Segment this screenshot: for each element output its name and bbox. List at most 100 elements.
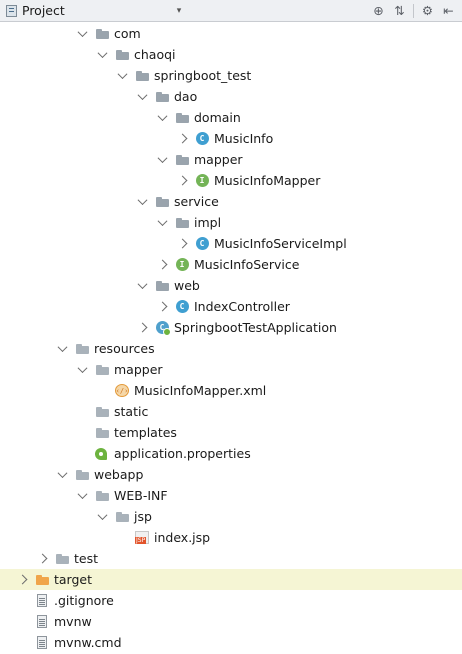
folder-icon: [114, 509, 130, 524]
tree-row[interactable]: templates: [0, 422, 462, 443]
tree-row[interactable]: mapper: [0, 149, 462, 170]
tree-row[interactable]: .gitignore: [0, 590, 462, 611]
chevron-down-icon[interactable]: [76, 23, 88, 44]
tree-row[interactable]: service: [0, 191, 462, 212]
tree-item-label: SpringbootTestApplication: [174, 320, 337, 335]
tree-row[interactable]: C IndexController: [0, 296, 462, 317]
chevron-right-icon[interactable]: [36, 548, 48, 569]
project-icon: [6, 4, 17, 17]
toolbar-divider: [413, 3, 414, 18]
tree-row[interactable]: C MusicInfo: [0, 128, 462, 149]
folder-icon: [94, 362, 110, 377]
chevron-down-icon[interactable]: [136, 275, 148, 296]
chevron-down-icon[interactable]: [116, 65, 128, 86]
xml-file-icon: ‹/›: [114, 383, 130, 398]
folder-icon: [54, 551, 70, 566]
tree-item-label: mapper: [114, 362, 163, 377]
package-folder-icon: [154, 89, 170, 104]
tree-row[interactable]: test: [0, 548, 462, 569]
tree-item-label: test: [74, 551, 99, 566]
tree-item-label: impl: [194, 215, 222, 230]
interface-icon: I: [194, 173, 210, 188]
tree-item-label: templates: [114, 425, 177, 440]
tree-row[interactable]: mapper: [0, 359, 462, 380]
tree-item-label: IndexController: [194, 299, 290, 314]
tree-item-label: .gitignore: [54, 593, 114, 608]
tree-item-label: dao: [174, 89, 198, 104]
gear-icon[interactable]: ⚙: [421, 3, 434, 18]
package-folder-icon: [174, 215, 190, 230]
tree-row[interactable]: static: [0, 401, 462, 422]
tree-item-label: MusicInfoServiceImpl: [214, 236, 347, 251]
tree-item-label: springboot_test: [154, 68, 252, 83]
locate-icon[interactable]: ⊕: [373, 3, 384, 18]
tree-row[interactable]: mvnw.cmd: [0, 632, 462, 653]
tree-row[interactable]: webapp: [0, 464, 462, 485]
tree-row[interactable]: resources: [0, 338, 462, 359]
chevron-right-icon[interactable]: [176, 170, 188, 191]
chevron-down-icon[interactable]: [56, 338, 68, 359]
class-icon: C: [194, 236, 210, 251]
tree-row[interactable]: dao: [0, 86, 462, 107]
text-file-icon: [34, 635, 50, 650]
package-folder-icon: [154, 278, 170, 293]
tree-item-label: MusicInfoMapper.xml: [134, 383, 267, 398]
chevron-right-icon[interactable]: [176, 233, 188, 254]
tree-row[interactable]: com: [0, 23, 462, 44]
resources-folder-icon: [74, 341, 90, 356]
tree-item-label: MusicInfo: [214, 131, 274, 146]
tree-item-label: mvnw.cmd: [54, 635, 122, 650]
chevron-down-icon[interactable]: [156, 149, 168, 170]
tree-row[interactable]: C MusicInfoServiceImpl: [0, 233, 462, 254]
tree-row[interactable]: springboot_test: [0, 65, 462, 86]
package-folder-icon: [94, 26, 110, 41]
tree-item-label: WEB-INF: [114, 488, 168, 503]
package-folder-icon: [114, 47, 130, 62]
chevron-down-icon[interactable]: [96, 44, 108, 65]
tree-row[interactable]: chaoqi: [0, 44, 462, 65]
class-icon: C: [174, 299, 190, 314]
view-dropdown-arrow-icon[interactable]: ▾: [176, 5, 182, 16]
tree-row[interactable]: application.properties: [0, 443, 462, 464]
chevron-down-icon[interactable]: [96, 506, 108, 527]
chevron-down-icon[interactable]: [156, 212, 168, 233]
project-panel-header: Project ▾ ⊕ ⇅ ⚙ ⇤: [0, 0, 462, 22]
tree-item-label: mvnw: [54, 614, 92, 629]
tree-row[interactable]: impl: [0, 212, 462, 233]
tree-row[interactable]: jsp: [0, 506, 462, 527]
tree-row[interactable]: ‹/› MusicInfoMapper.xml: [0, 380, 462, 401]
tree-item-label: web: [174, 278, 200, 293]
tree-row[interactable]: target: [0, 569, 462, 590]
class-icon: C: [194, 131, 210, 146]
tree-row[interactable]: domain: [0, 107, 462, 128]
tree-item-label: mapper: [194, 152, 243, 167]
tree-row[interactable]: mvnw: [0, 611, 462, 632]
tree-item-label: webapp: [94, 467, 144, 482]
chevron-right-icon[interactable]: [156, 254, 168, 275]
tree-item-label: static: [114, 404, 149, 419]
chevron-down-icon[interactable]: [136, 191, 148, 212]
chevron-right-icon[interactable]: [176, 128, 188, 149]
chevron-down-icon[interactable]: [136, 86, 148, 107]
chevron-right-icon[interactable]: [16, 569, 28, 590]
tree-item-label: domain: [194, 110, 241, 125]
chevron-right-icon[interactable]: [136, 317, 148, 338]
chevron-down-icon[interactable]: [76, 359, 88, 380]
tree-row[interactable]: WEB-INF: [0, 485, 462, 506]
chevron-down-icon[interactable]: [76, 485, 88, 506]
collapse-all-icon[interactable]: ⇅: [394, 3, 405, 18]
project-view-selector[interactable]: Project: [6, 0, 65, 21]
chevron-right-icon[interactable]: [156, 296, 168, 317]
folder-icon: [94, 404, 110, 419]
jsp-file-icon: JSP: [134, 530, 150, 545]
tree-item-label: resources: [94, 341, 155, 356]
hide-panel-icon[interactable]: ⇤: [443, 3, 454, 18]
excluded-folder-icon: [34, 572, 50, 587]
chevron-down-icon[interactable]: [156, 107, 168, 128]
tree-row[interactable]: web: [0, 275, 462, 296]
chevron-down-icon[interactable]: [56, 464, 68, 485]
